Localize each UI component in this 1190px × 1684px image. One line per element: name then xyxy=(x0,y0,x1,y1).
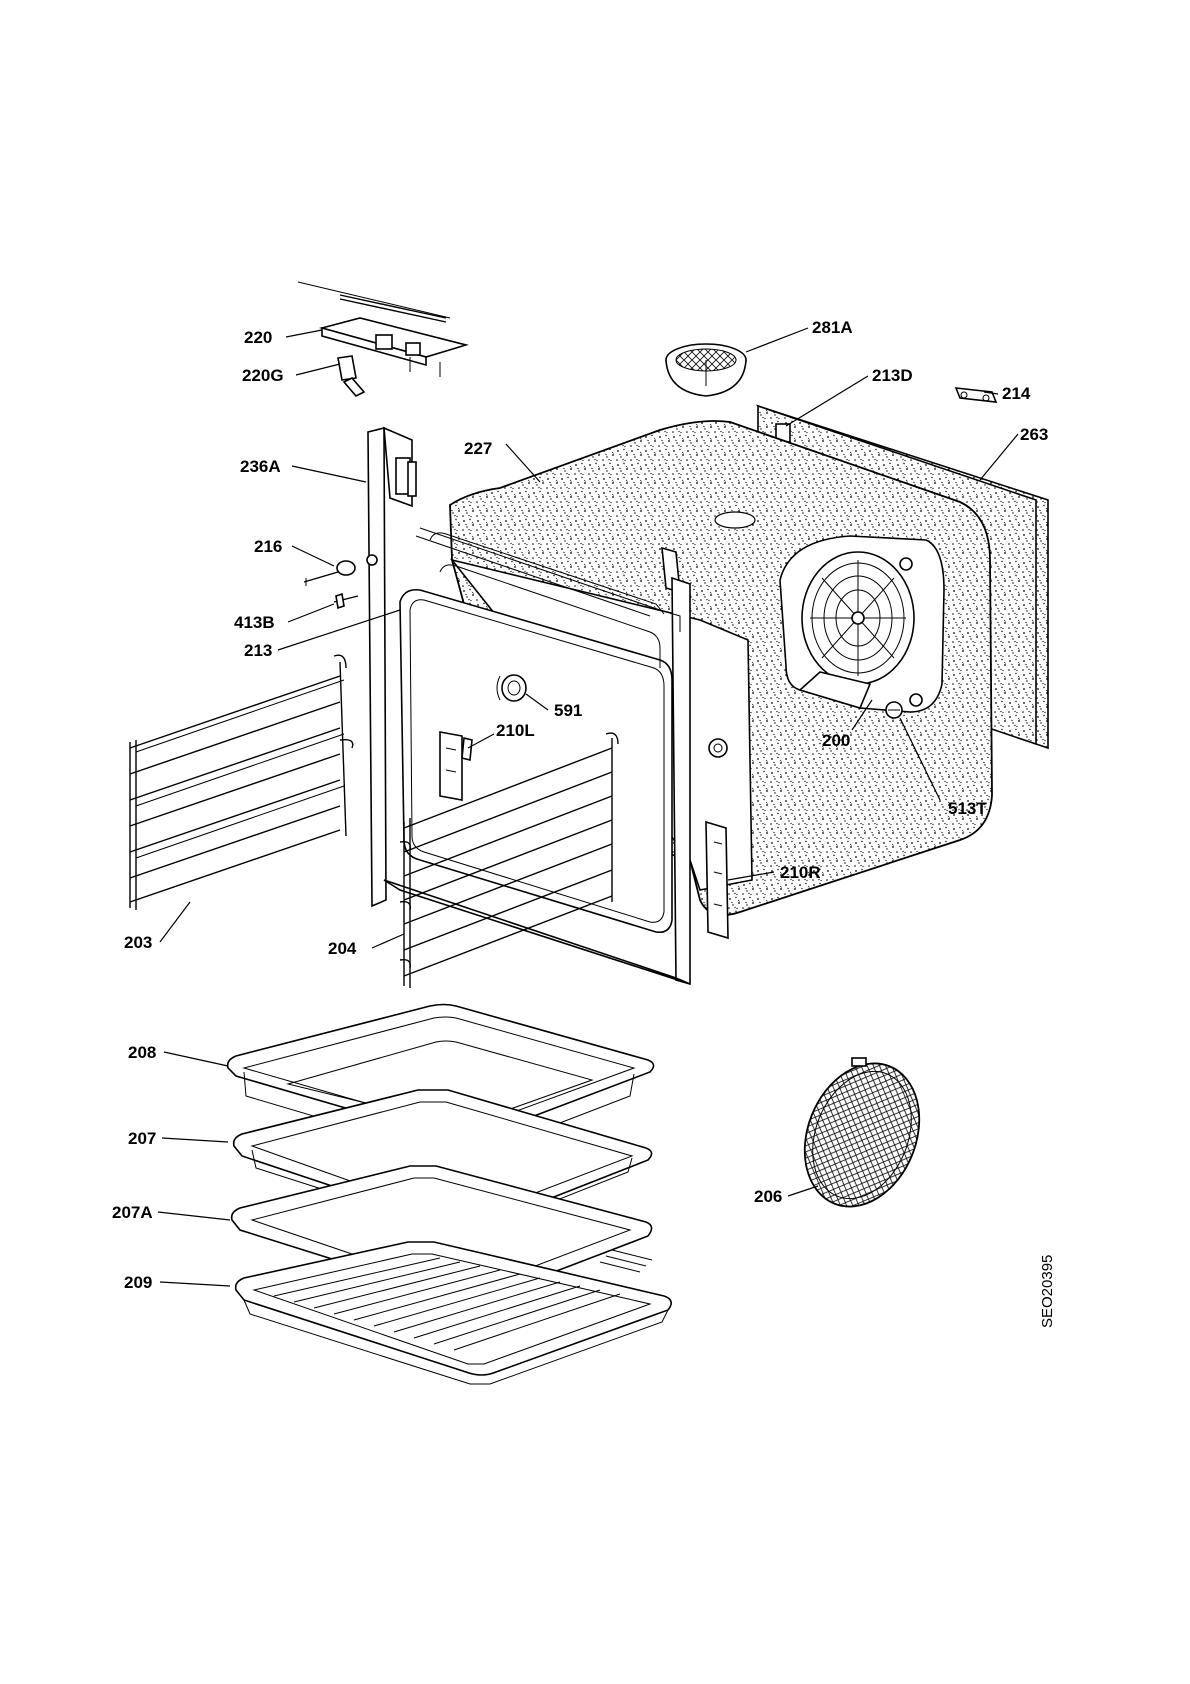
shelf-rack-part-203 xyxy=(129,654,354,910)
screw-part-413b xyxy=(333,592,359,610)
callout-210l: 210L xyxy=(496,721,535,740)
callout-210r: 210R xyxy=(780,863,821,882)
fan-cover-part-281a xyxy=(665,343,747,397)
front-frame-part-236a xyxy=(367,426,691,986)
callout-281a: 281A xyxy=(812,318,853,337)
screw-part-513t xyxy=(885,701,903,719)
lamp-bracket-part-220 xyxy=(297,281,469,377)
callout-214: 214 xyxy=(1002,384,1031,403)
callout-213d: 213D xyxy=(872,366,913,385)
grill-rack-part-209 xyxy=(234,1241,672,1385)
callout-236a: 236A xyxy=(240,457,281,476)
callout-216: 216 xyxy=(254,537,282,556)
callout-206: 206 xyxy=(754,1187,782,1206)
round-filter-part-206 xyxy=(803,1057,921,1208)
callout-207: 207 xyxy=(128,1129,156,1148)
screw-part-216 xyxy=(303,554,378,586)
callout-204: 204 xyxy=(328,939,357,958)
callout-220g: 220G xyxy=(242,366,284,385)
leader-lines xyxy=(157,327,1019,1287)
runner-right-part-210r xyxy=(705,820,729,940)
callout-263: 263 xyxy=(1020,425,1048,444)
callout-209: 209 xyxy=(124,1273,152,1292)
callout-513t: 513T xyxy=(948,799,987,818)
callout-208: 208 xyxy=(128,1043,156,1062)
clip-part-214 xyxy=(954,387,998,403)
fan-motor-part-200 xyxy=(779,535,945,713)
callout-591: 591 xyxy=(554,701,582,720)
callout-203: 203 xyxy=(124,933,152,952)
callout-labels: 220 220G 281A 213D 214 263 227 236A 216 … xyxy=(112,318,1048,1292)
runner-left-part-210l xyxy=(439,731,473,801)
callout-213: 213 xyxy=(244,641,272,660)
lamp-clip-part-220g xyxy=(337,355,366,397)
drawing-code: SEO20395 xyxy=(1039,1255,1056,1328)
callout-200: 200 xyxy=(822,731,850,750)
callout-220: 220 xyxy=(244,328,272,347)
shelf-rack-part-204 xyxy=(399,732,619,988)
lamp-holder-part-591 xyxy=(496,674,527,702)
callout-413b: 413B xyxy=(234,613,275,632)
callout-207a: 207A xyxy=(112,1203,153,1222)
callout-227: 227 xyxy=(464,439,492,458)
